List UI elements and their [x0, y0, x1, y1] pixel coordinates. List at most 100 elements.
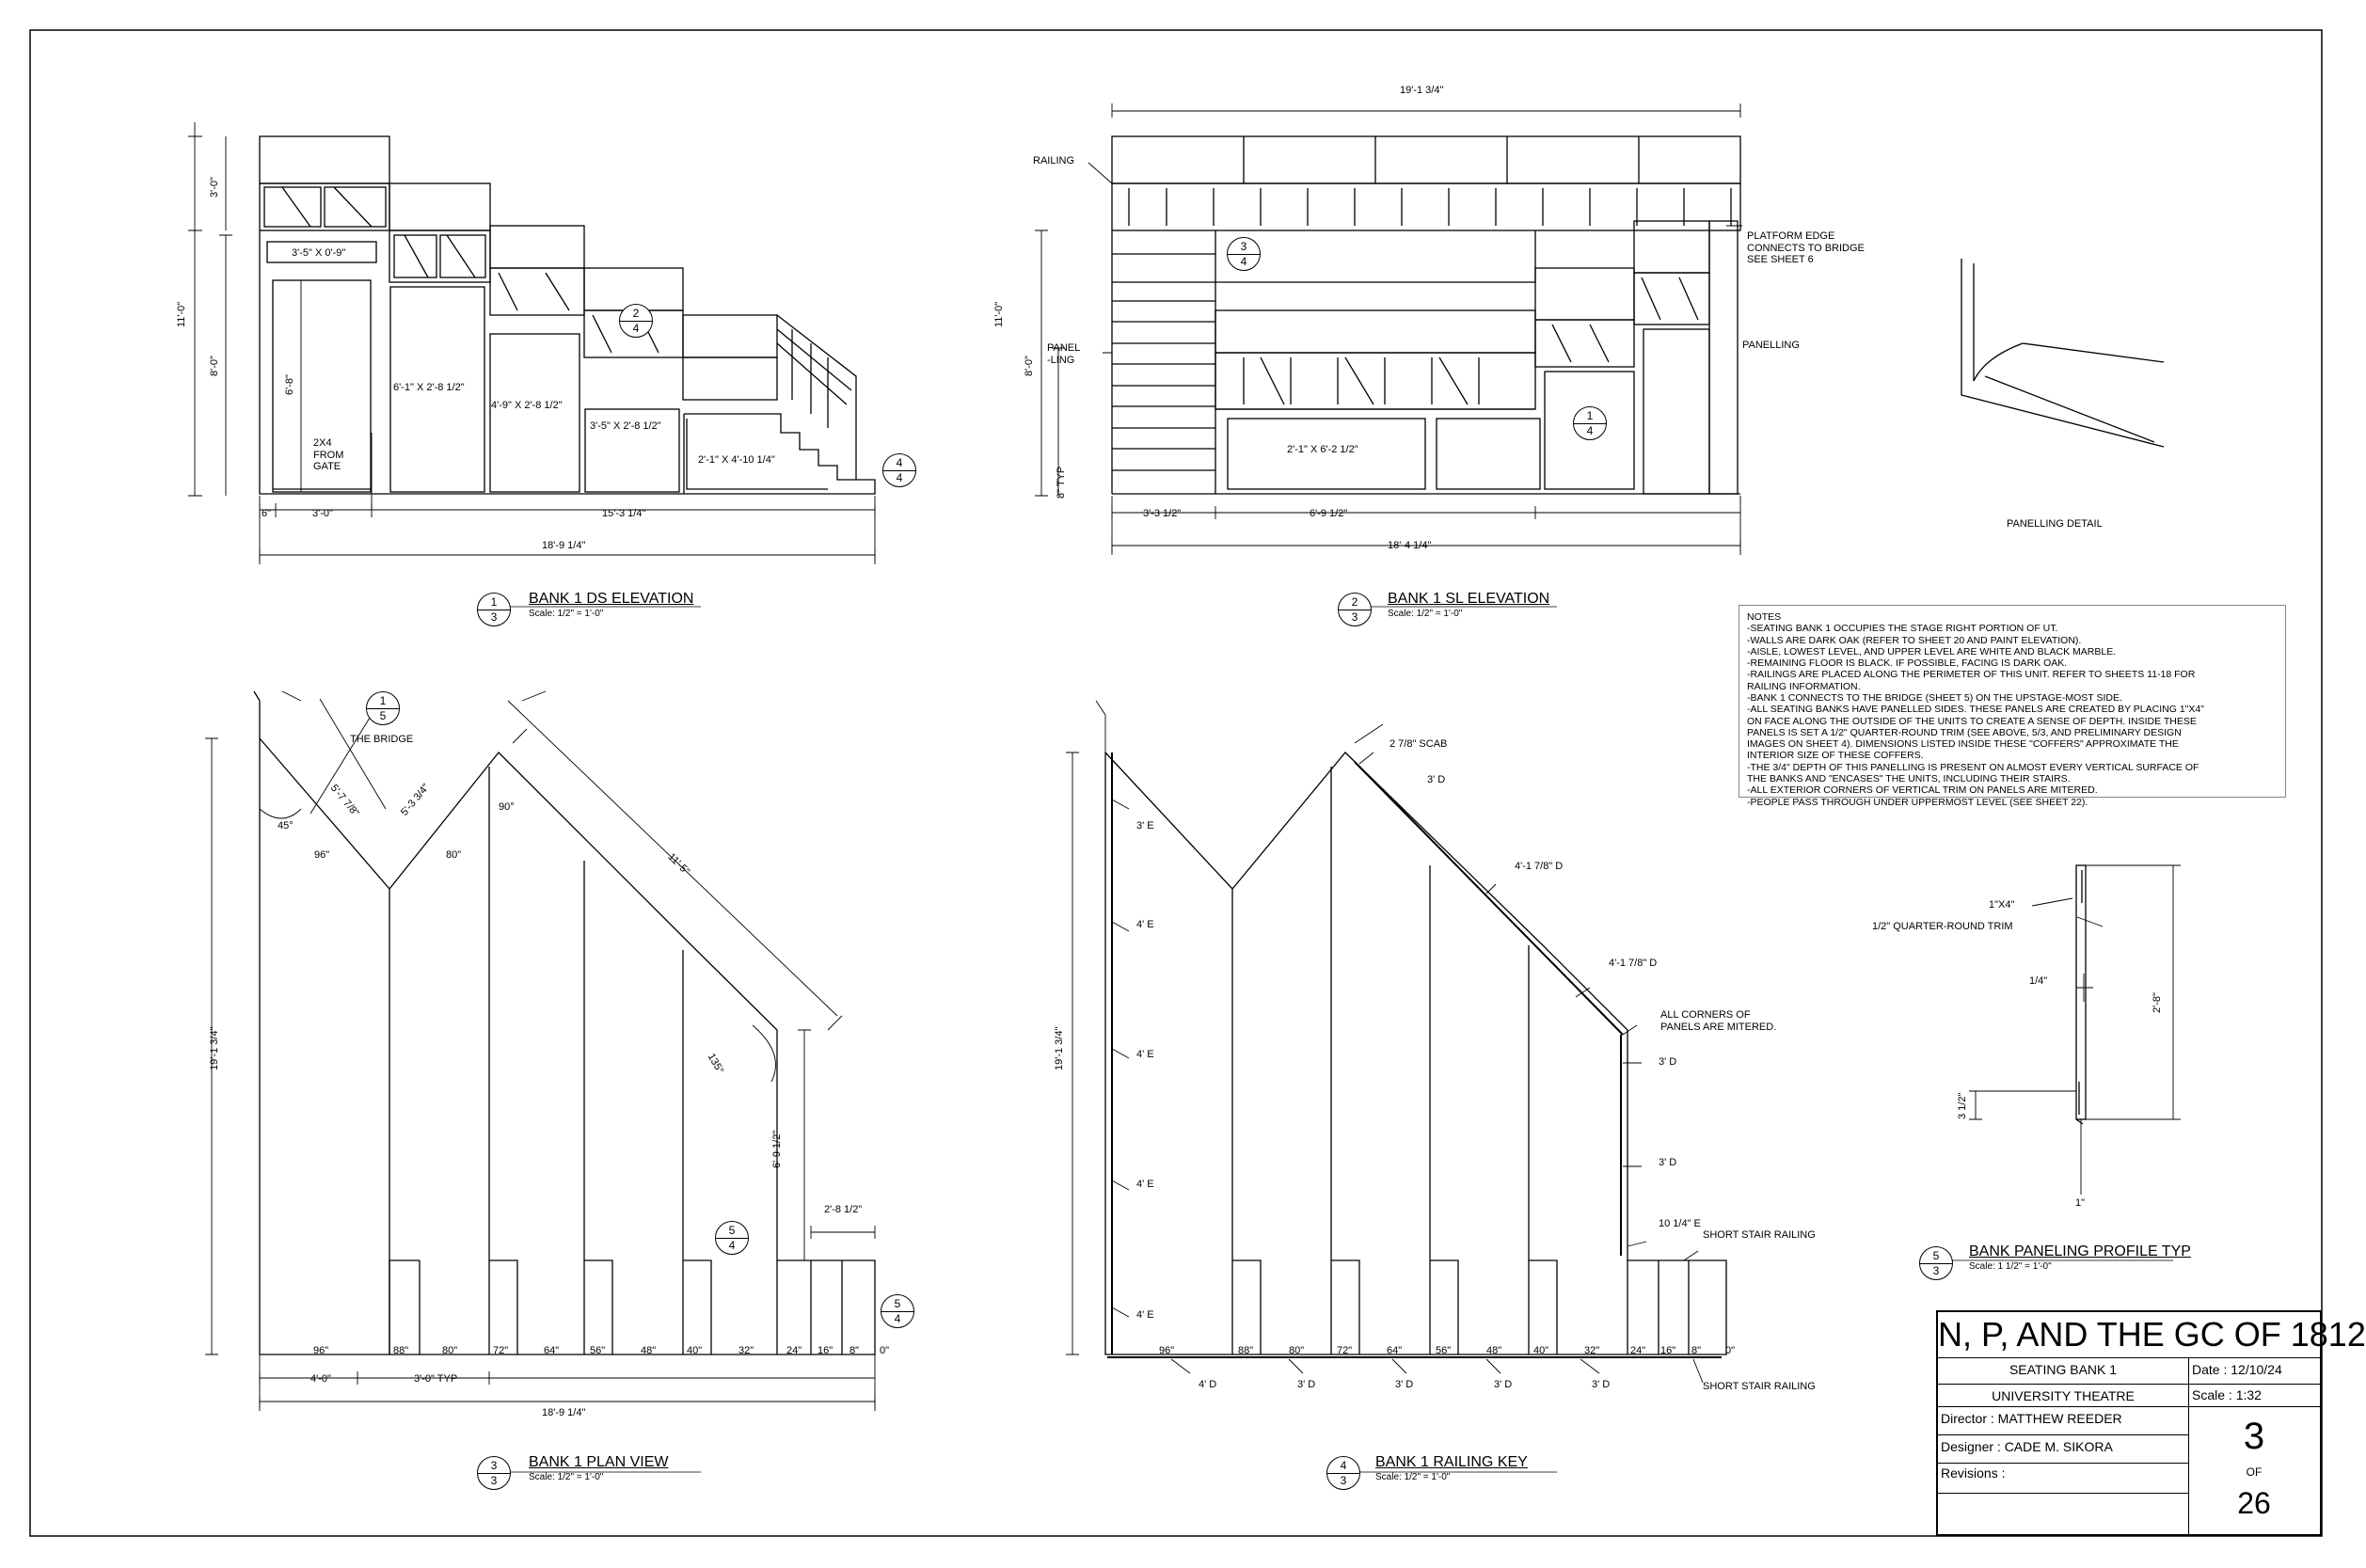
railing-bottom-d-label: 3' D	[1297, 1379, 1316, 1390]
ds-coffer-label: 2'-1" X 4'-10 1/4"	[698, 454, 775, 466]
profile-trim-label: 1/2" QUARTER-ROUND TRIM	[1872, 921, 2013, 932]
plan-height-96: 96"	[314, 849, 330, 861]
railing-d-label: 3' D	[1659, 1056, 1677, 1068]
note-line: -THE 3/4" DEPTH OF THIS PANELLING IS PRE…	[1747, 761, 2199, 773]
ds-dim-3-0: 3'-0"	[209, 177, 220, 198]
note-line: IMAGES ON SHEET 4). DIMENSIONS LISTED IN…	[1747, 738, 2179, 751]
plan-height-label: 24"	[786, 1345, 802, 1356]
plan-height-label: 32"	[738, 1345, 754, 1356]
show-title: N, P, AND THE GC OF 1812	[1938, 1315, 2366, 1354]
plan-dim-2-8: 2'-8 1/2"	[824, 1204, 863, 1215]
profile-drawing	[2075, 864, 2087, 1125]
ds-coffer-label: 6'-1" X 2'-8 1/2"	[393, 382, 465, 393]
director: Director : MATTHEW REEDER	[1941, 1411, 2122, 1426]
date: Date : 12/10/24	[2192, 1362, 2282, 1377]
plan-bridge-label: THE BRIDGE	[350, 734, 414, 745]
railing-height-label: 16"	[1660, 1345, 1676, 1356]
railing-height-label: 56"	[1436, 1345, 1452, 1356]
ds-coffer-label: 3'-5" X 2'-8 1/2"	[590, 420, 661, 432]
note-line: -WALLS ARE DARK OAK (REFER TO SHEET 20 A…	[1747, 634, 2082, 646]
sl-railing-label: RAILING	[1033, 155, 1075, 166]
ds-elevation-drawing	[259, 135, 876, 495]
plan-height-label: 40"	[687, 1345, 703, 1356]
railing-e-label: 4' E	[1136, 1309, 1154, 1321]
panelling-detail-label: PANELLING DETAIL	[2007, 518, 2103, 530]
railing-height-label: 32"	[1584, 1345, 1600, 1356]
railing-scab-label: 2 7/8" SCAB	[1389, 738, 1448, 750]
view-scale-railing: Scale: 1/2" = 1'-0"	[1375, 1472, 1451, 1482]
plan-height-label: 72"	[493, 1345, 509, 1356]
note-line: -ALL SEATING BANKS HAVE PANELLED SIDES. …	[1747, 704, 2204, 716]
railing-d-label: 3' D	[1659, 1157, 1677, 1168]
plan-height-label: 8"	[850, 1345, 860, 1356]
view-title-profile: BANK PANELING PROFILE TYP	[1969, 1243, 2191, 1259]
ds-dim-8-0: 8'-0"	[209, 356, 220, 376]
railing-bottom-d-label: 3' D	[1494, 1379, 1513, 1390]
sl-panelling-left-label: PANEL -LING	[1047, 342, 1081, 366]
railing-height-label: 96"	[1159, 1345, 1175, 1356]
railing-bottom-d-label: 4' D	[1199, 1379, 1217, 1390]
plan-height-label: 96"	[313, 1345, 329, 1356]
railing-key-drawing	[1104, 752, 1727, 1358]
plan-height-label: 64"	[544, 1345, 560, 1356]
sheet-total: 26	[2237, 1486, 2271, 1520]
railing-d-label: 4'-1 7/8" D	[1515, 861, 1564, 872]
plan-dim-4-0: 4'-0"	[310, 1373, 331, 1385]
view-scale-plan: Scale: 1/2" = 1'-0"	[529, 1472, 604, 1482]
ds-dim-18-9: 18'-9 1/4"	[542, 540, 586, 551]
note-line: -ALL EXTERIOR CORNERS OF VERTICAL TRIM O…	[1747, 784, 2098, 797]
railing-e-label: 10 1/4" E	[1659, 1218, 1701, 1229]
note-line: RAILING INFORMATION.	[1747, 680, 1861, 692]
sl-dim-8-0: 8'-0"	[1024, 356, 1035, 376]
railing-e-label: 4' E	[1136, 1179, 1154, 1190]
railing-height-label: 0"	[1725, 1345, 1736, 1356]
railing-d-label: 4'-1 7/8" D	[1609, 958, 1658, 969]
plan-height-label: 48"	[641, 1345, 657, 1356]
view-scale-profile: Scale: 1 1/2" = 1'-0"	[1969, 1261, 2052, 1272]
profile-dimension-lines	[1969, 864, 2181, 1195]
view-title-ds: BANK 1 DS ELEVATION	[529, 591, 694, 607]
ds-coffer-label: 4'-9" X 2'-8 1/2"	[491, 400, 563, 411]
railing-e-label: 4' E	[1136, 1049, 1154, 1060]
plan-height-label: 16"	[818, 1345, 834, 1356]
sl-dim-3-3: 3'-3 1/2"	[1143, 508, 1182, 519]
railing-height-label: 72"	[1337, 1345, 1353, 1356]
view-title-plan: BANK 1 PLAN VIEW	[529, 1454, 669, 1470]
designer: Designer : CADE M. SIKORA	[1941, 1439, 2113, 1454]
railing-mitered-note: ALL CORNERS OF PANELS ARE MITERED.	[1660, 1009, 1777, 1033]
view-scale-sl: Scale: 1/2" = 1'-0"	[1388, 609, 1463, 619]
plan-height-80: 80"	[446, 849, 462, 861]
railing-height-label: 24"	[1630, 1345, 1646, 1356]
plan-height-label: 80"	[442, 1345, 458, 1356]
sl-dim-6-9: 6'-9 1/2"	[1310, 508, 1348, 519]
ds-dim-11-0: 11'-0"	[176, 301, 187, 327]
drawing-title: SEATING BANK 1	[2009, 1362, 2118, 1377]
short-stair-railing-label: SHORT STAIR RAILING	[1703, 1381, 1816, 1392]
venue: UNIVERSITY THEATRE	[1992, 1388, 2135, 1403]
sl-dim-11-0: 11'-0"	[993, 301, 1005, 327]
railing-height-label: 88"	[1238, 1345, 1254, 1356]
sl-platform-edge-note: PLATFORM EDGE CONNECTS TO BRIDGE SEE SHE…	[1747, 230, 1865, 266]
title-block: N, P, AND THE GC OF 1812 SEATING BANK 1 …	[1936, 1310, 2366, 1536]
general-notes: NOTES -SEATING BANK 1 OCCUPIES THE STAGE…	[1739, 605, 2286, 808]
plan-height-label: 0"	[880, 1345, 890, 1356]
sl-dimension-lines	[1035, 103, 1742, 555]
note-line: -BANK 1 CONNECTS TO THE BRIDGE (SHEET 5)…	[1747, 691, 2122, 704]
note-line: -REMAINING FLOOR IS BLACK. IF POSSIBLE, …	[1747, 657, 2068, 670]
sheet-of: OF	[2246, 1465, 2263, 1479]
railing-height-label: 48"	[1486, 1345, 1502, 1356]
plan-dim-19-1: 19'-1 3/4"	[209, 1026, 220, 1070]
short-stair-railing-label: SHORT STAIR RAILING	[1703, 1229, 1816, 1241]
plan-height-label: 56"	[590, 1345, 606, 1356]
plan-view-drawing	[253, 690, 876, 1355]
panelling-detail-drawing	[1961, 259, 2165, 448]
revisions: Revisions :	[1941, 1465, 2006, 1481]
note-line: INTERIOR SIZE OF THESE COFFERS.	[1747, 750, 1924, 762]
railing-height-label: 40"	[1533, 1345, 1549, 1356]
plan-height-label: 88"	[393, 1345, 409, 1356]
